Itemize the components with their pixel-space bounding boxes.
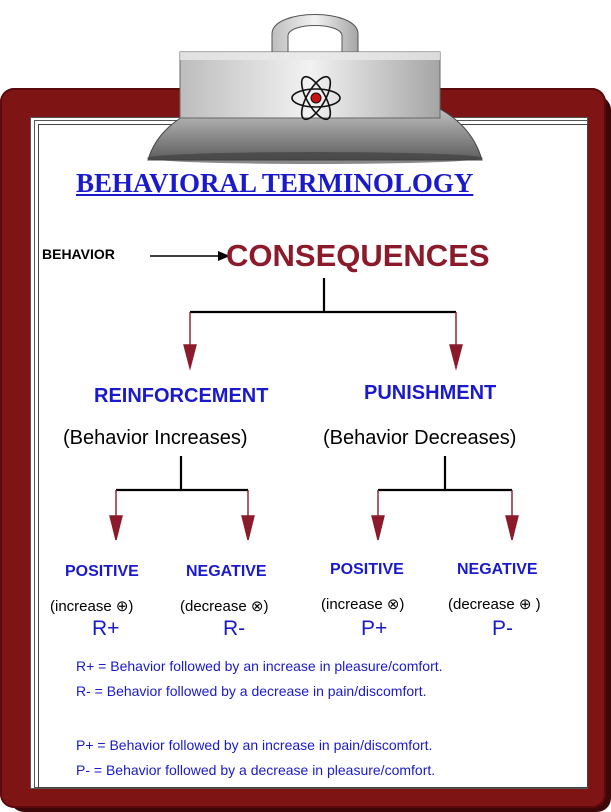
page-title: BEHAVIORAL TERMINOLOGY xyxy=(76,168,474,198)
reinforcement-positive-label: POSITIVE xyxy=(65,563,139,580)
punishment-negative-label: NEGATIVE xyxy=(457,561,538,578)
reinforcement-label: REINFORCEMENT xyxy=(94,385,269,407)
behavior-arrow-icon xyxy=(150,251,230,261)
definition-p-minus: P- = Behavior followed by a decrease in … xyxy=(76,762,436,778)
code-p-minus: P- xyxy=(492,617,513,640)
reinforcement-negative-detail: (decrease ⊗) xyxy=(180,598,269,615)
punishment-positive-label: POSITIVE xyxy=(330,561,404,578)
behavior-label: BEHAVIOR xyxy=(42,246,115,262)
consequences-label: CONSEQUENCES xyxy=(226,238,490,273)
definition-p-plus: P+ = Behavior followed by an increase in… xyxy=(76,737,433,753)
code-r-minus: R- xyxy=(223,617,246,640)
punishment-positive-detail: (increase ⊗) xyxy=(321,596,405,613)
punishment-effect: (Behavior Decreases) xyxy=(323,427,517,449)
code-r-plus: R+ xyxy=(92,617,120,640)
paper-sheet xyxy=(38,124,588,788)
definition-r-plus: R+ = Behavior followed by an increase in… xyxy=(76,658,443,674)
reinforcement-negative-label: NEGATIVE xyxy=(186,563,267,580)
definition-r-minus: R- = Behavior followed by a decrease in … xyxy=(76,683,427,699)
atom-icon xyxy=(291,75,341,121)
reinforcement-effect: (Behavior Increases) xyxy=(63,427,248,449)
punishment-label: PUNISHMENT xyxy=(364,382,497,404)
reinforcement-positive-detail: (increase ⊕) xyxy=(50,598,134,615)
punishment-negative-detail: (decrease ⊕ ) xyxy=(448,596,541,613)
code-p-plus: P+ xyxy=(361,617,388,640)
